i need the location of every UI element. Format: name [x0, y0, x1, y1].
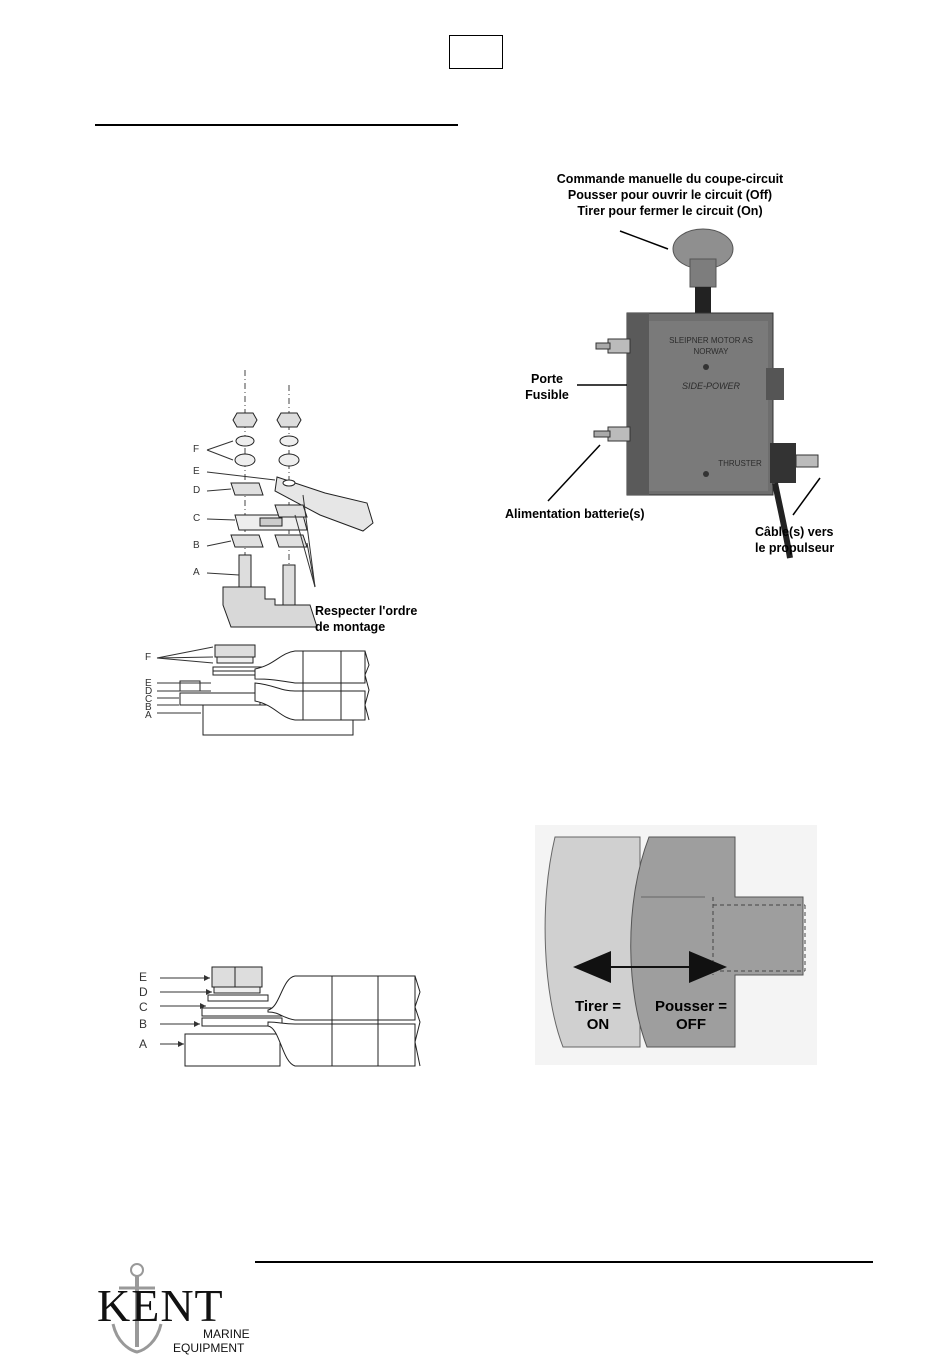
stack-side-view — [130, 962, 435, 1072]
breaker-title-line2: Pousser pour ouvrir le circuit (Off) — [567, 188, 773, 202]
side-letter-d: D — [145, 686, 153, 697]
thruster-cable-label-line1: Câble(s) vers — [755, 525, 834, 539]
thruster-cable-label: Câble(s) vers le propulseur — [755, 524, 834, 556]
breaker-title-line1: Commande manuelle du coupe-circuit — [556, 172, 784, 186]
assembly-order-note: Respecter l'ordre de montage — [315, 603, 417, 635]
letter-f: F — [193, 444, 200, 455]
breaker-drawing: SLEIPNER MOTOR AS NORWAY SIDE-POWER THRU… — [547, 228, 821, 559]
breaker-photo: SLEIPNER MOTOR AS NORWAY SIDE-POWER THRU… — [500, 163, 845, 563]
plate-text-4: THRUSTER — [718, 459, 762, 468]
push-off-label-line1: Pousser = — [654, 998, 728, 1015]
pull-on-label-line2: ON — [586, 1016, 610, 1033]
logo-sub-text-2: EQUIPMENT — [173, 1341, 245, 1355]
battery-supply-label: Alimentation batterie(s) — [505, 507, 645, 521]
letter-c: C — [193, 513, 201, 524]
stack-letter-a: A — [139, 1037, 148, 1051]
side-letter-f: F — [145, 652, 152, 663]
pull-push-drawing — [535, 825, 817, 1065]
stack-side-drawing — [160, 966, 421, 1067]
anchor-icon — [111, 1263, 163, 1354]
plate-text-2: NORWAY — [694, 347, 730, 356]
stack-letter-c: C — [139, 1000, 148, 1014]
side-letter-e: E — [145, 678, 152, 689]
side-letter-c: C — [145, 694, 153, 705]
letter-d: D — [193, 485, 201, 496]
thruster-cable-label-line2: le propulseur — [755, 541, 835, 555]
stack-letter-b: B — [139, 1017, 148, 1031]
letter-b: B — [193, 540, 200, 551]
fuse-assembly-drawing — [156, 370, 374, 736]
page-number-box — [449, 35, 503, 69]
plate-text-1: SLEIPNER MOTOR AS — [669, 336, 753, 345]
breaker-title-line3: Tirer pour fermer le circuit (On) — [577, 204, 763, 218]
footer-rule — [255, 1261, 873, 1263]
logo-main-text: KENT — [97, 1280, 224, 1331]
push-off-label: Pousser = OFF — [644, 998, 738, 1034]
fuse-assembly-figure — [135, 365, 420, 740]
kent-logo: KENT MARINE EQUIPMENT — [95, 1262, 250, 1357]
breaker-manual-control-label: Commande manuelle du coupe-circuit Pouss… — [520, 171, 820, 219]
side-letter-a: A — [145, 710, 152, 721]
logo-sub-text-1: MARINE — [203, 1327, 250, 1341]
stack-letter-e: E — [139, 970, 148, 984]
fuse-holder-label-line1: Porte — [531, 372, 563, 386]
stack-letter-d: D — [139, 985, 148, 999]
fuse-holder-label: Porte Fusible — [521, 371, 573, 403]
assembly-order-note-line2: de montage — [315, 620, 386, 634]
pull-on-label-line1: Tirer = — [574, 998, 621, 1015]
letter-e: E — [193, 466, 200, 477]
side-letter-b: B — [145, 702, 152, 713]
plate-text-3: SIDE-POWER — [682, 381, 741, 391]
push-off-label-line2: OFF — [676, 1016, 706, 1033]
assembly-order-note-line1: Respecter l'ordre — [315, 604, 418, 618]
fuse-holder-label-line2: Fusible — [525, 388, 569, 402]
letter-a: A — [193, 567, 200, 578]
header-rule — [95, 124, 458, 126]
pull-push-diagram — [535, 825, 817, 1065]
pull-on-label: Tirer = ON — [566, 998, 630, 1034]
